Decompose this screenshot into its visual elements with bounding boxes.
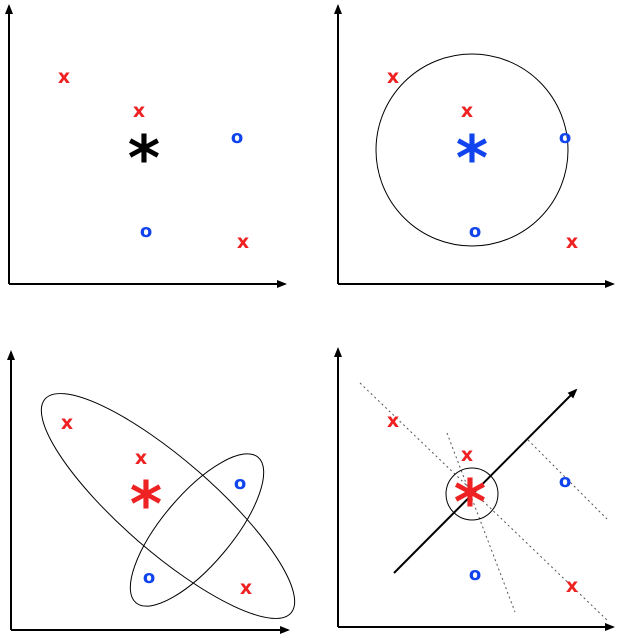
- x-point: x: [61, 412, 73, 434]
- o-point: o: [559, 471, 571, 492]
- o-cluster-ellipse: [129, 453, 265, 607]
- x-point: x: [58, 66, 70, 88]
- x-cluster-ellipse: [40, 393, 296, 619]
- x-point: x: [133, 100, 145, 122]
- x-point: x: [461, 444, 473, 466]
- panel-bottom-left: x x o o x *: [6, 350, 296, 634]
- panel-top-left: x x o o x *: [4, 4, 287, 288]
- star-point: *: [130, 468, 162, 541]
- o-point: o: [234, 473, 246, 494]
- x-point: x: [135, 447, 147, 469]
- o-point: o: [140, 221, 152, 242]
- x-point: x: [387, 410, 399, 432]
- panel-bottom-right: x x o o x *: [334, 347, 615, 631]
- dotted-boundary-line: [527, 439, 608, 520]
- dotted-boundary-line: [446, 432, 516, 613]
- dotted-boundary-line: [359, 382, 608, 621]
- panel-top-right: x x o o x *: [334, 4, 615, 288]
- o-point: o: [143, 567, 155, 588]
- x-point: x: [461, 100, 473, 122]
- o-point: o: [469, 564, 481, 585]
- projection-arrow: [393, 388, 578, 574]
- star-point: *: [454, 466, 486, 539]
- neighborhood-circle: [375, 53, 569, 247]
- x-point: x: [566, 575, 578, 597]
- o-point: o: [469, 221, 481, 242]
- star-point: *: [128, 122, 160, 195]
- o-point: o: [559, 127, 571, 148]
- star-point: *: [456, 122, 488, 195]
- x-point: x: [237, 231, 249, 253]
- x-point: x: [240, 577, 252, 599]
- o-point: o: [231, 127, 243, 148]
- x-point: x: [387, 66, 399, 88]
- neighborhood-circle: [445, 467, 499, 521]
- x-point: x: [566, 231, 578, 253]
